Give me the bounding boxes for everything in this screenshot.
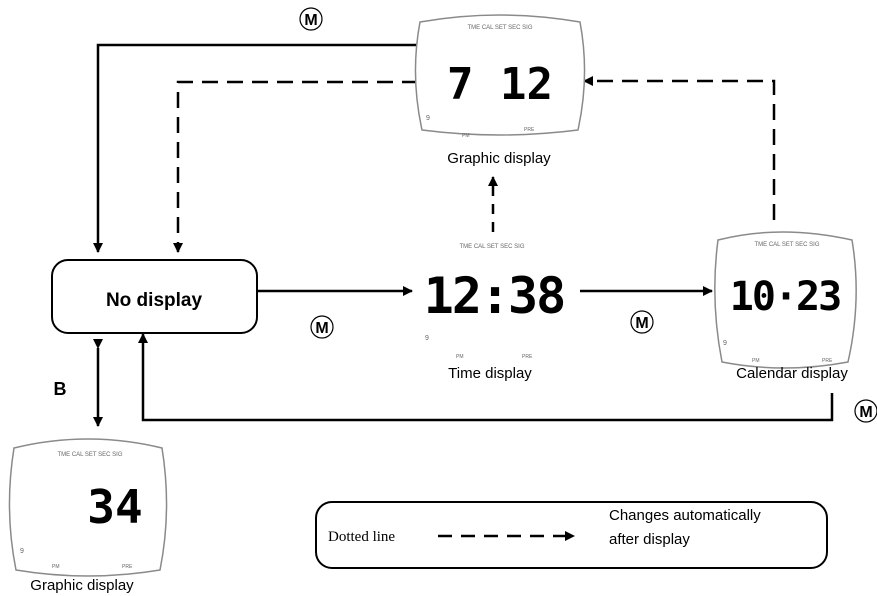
graphic-bottom-reading: 34: [87, 480, 142, 534]
face-corner-pm: PM: [52, 564, 60, 570]
calendar-display-label: Calendar display: [736, 365, 848, 382]
legend-description-line2: after display: [609, 531, 690, 548]
watch-face-time: TME CAL SET SEC SIG 12:38 9 PM PRE: [424, 244, 567, 360]
mode-button-left[interactable]: M: [310, 315, 334, 339]
mode-button-top-label: M: [304, 12, 317, 29]
face-side-mark: 9: [723, 340, 727, 347]
face-corner-pre: PRE: [122, 564, 133, 570]
watch-face-graphic-bottom: TME CAL SET SEC SIG 34 9 PM PRE: [8, 438, 168, 577]
calendar-reading: 10·23: [730, 274, 840, 320]
no-display-label: No display: [106, 290, 203, 311]
dashed-arrow-graphic-to-nodisplay: [173, 80, 418, 253]
mode-button-left-label: M: [315, 320, 328, 337]
watch-face-calendar: TME CAL SET SEC SIG 10·23 9 PM PRE: [714, 231, 857, 369]
time-display-label: Time display: [448, 365, 532, 382]
face-status-bar: TME CAL SET SEC SIG: [754, 242, 819, 248]
dashed-arrow-calendar-to-graphic: [583, 76, 776, 220]
no-display-state[interactable]: No display: [51, 259, 258, 334]
face-corner-pre: PRE: [522, 354, 533, 360]
legend-line-label: Dotted line: [328, 529, 395, 545]
mode-button-middle[interactable]: M: [630, 310, 654, 334]
legend-box: Dotted line Changes automatically after …: [315, 501, 828, 569]
mode-button-middle-label: M: [635, 315, 648, 332]
watch-face-graphic-top: TME CAL SET SEC SIG 7 12 9 PM PRE: [414, 14, 586, 139]
legend-description-line1: Changes automatically: [609, 507, 761, 524]
face-side-mark: 9: [425, 335, 429, 342]
time-reading: 12:38: [424, 267, 565, 325]
mode-button-right[interactable]: M: [854, 399, 877, 423]
face-status-bar: TME CAL SET SEC SIG: [57, 452, 122, 458]
face-side-mark: 9: [20, 548, 24, 555]
b-button-label[interactable]: B: [54, 379, 67, 399]
face-corner-pre: PRE: [822, 358, 833, 364]
solid-arrow-graphic-to-nodisplay: [93, 43, 418, 253]
face-status-bar: TME CAL SET SEC SIG: [459, 244, 524, 250]
face-corner-pm: PM: [752, 358, 760, 364]
graphic-top-reading: 7 12: [447, 59, 553, 110]
face-corner-pre: PRE: [524, 127, 535, 133]
graphic-display-top-label: Graphic display: [447, 150, 551, 167]
face-status-bar: TME CAL SET SEC SIG: [467, 25, 532, 31]
mode-button-top[interactable]: M: [299, 7, 323, 31]
mode-button-right-label: M: [859, 404, 872, 421]
arrow-calendar-to-nodisplay: [138, 333, 834, 422]
face-corner-pm: PM: [456, 354, 464, 360]
face-side-mark: 9: [426, 115, 430, 122]
graphic-display-bottom-label: Graphic display: [30, 577, 134, 594]
face-corner-pm: PM: [462, 133, 470, 139]
